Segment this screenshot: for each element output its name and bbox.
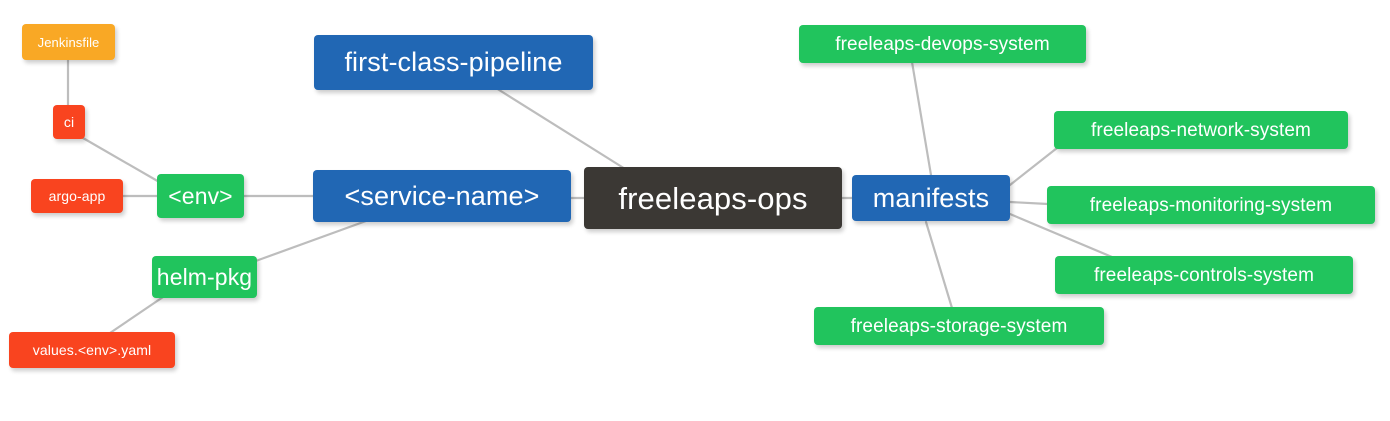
node-jenkinsfile[interactable]: Jenkinsfile bbox=[22, 24, 115, 60]
node-helm-pkg-label: helm-pkg bbox=[156, 263, 253, 290]
node-freeleaps-monitoring-system-label: freeleaps-monitoring-system bbox=[1089, 194, 1333, 216]
node-first-class-pipeline-label: first-class-pipeline bbox=[344, 47, 563, 77]
node-service-name[interactable]: <service-name> bbox=[313, 170, 571, 222]
node-service-name-label: <service-name> bbox=[344, 180, 540, 211]
node-env[interactable]: <env> bbox=[157, 174, 244, 218]
edge-ci-env bbox=[81, 136, 163, 185]
node-freeleaps-devops-system[interactable]: freeleaps-devops-system bbox=[799, 25, 1086, 63]
node-root-label: freeleaps-ops bbox=[618, 180, 808, 216]
edge-manifests-network bbox=[1008, 146, 1059, 187]
node-freeleaps-network-system-label: freeleaps-network-system bbox=[1091, 119, 1311, 141]
edge-servicename-helmpkg bbox=[251, 219, 368, 264]
node-freeleaps-controls-system-label: freeleaps-controls-system bbox=[1093, 264, 1315, 286]
node-freeleaps-monitoring-system[interactable]: freeleaps-monitoring-system bbox=[1047, 186, 1375, 224]
node-env-label: <env> bbox=[168, 182, 233, 209]
node-freeleaps-storage-system-label: freeleaps-storage-system bbox=[850, 315, 1068, 337]
node-ci-label: ci bbox=[63, 114, 75, 130]
node-values-yaml-label: values.<env>.yaml bbox=[32, 342, 152, 358]
edge-manifests-storage bbox=[924, 220, 954, 310]
node-helm-pkg[interactable]: helm-pkg bbox=[152, 256, 257, 298]
edge-manifests-devops bbox=[910, 60, 933, 177]
node-freeleaps-devops-system-label: freeleaps-devops-system bbox=[835, 33, 1050, 55]
node-manifests[interactable]: manifests bbox=[852, 175, 1010, 221]
edge-firstclasspipeline-root bbox=[494, 86, 632, 174]
node-ci[interactable]: ci bbox=[53, 105, 85, 139]
node-argo-app-label: argo-app bbox=[48, 188, 106, 204]
node-freeleaps-network-system[interactable]: freeleaps-network-system bbox=[1054, 111, 1348, 149]
node-jenkinsfile-label: Jenkinsfile bbox=[37, 34, 100, 50]
node-manifests-label: manifests bbox=[872, 182, 990, 213]
node-argo-app[interactable]: argo-app bbox=[31, 179, 123, 213]
node-first-class-pipeline[interactable]: first-class-pipeline bbox=[314, 35, 593, 90]
node-freeleaps-controls-system[interactable]: freeleaps-controls-system bbox=[1055, 256, 1353, 294]
node-values-yaml[interactable]: values.<env>.yaml bbox=[9, 332, 175, 368]
edge-manifests-monitoring bbox=[1008, 200, 1050, 206]
edge-helmpkg-valuesyaml bbox=[108, 293, 168, 335]
node-root-freeleaps-ops[interactable]: freeleaps-ops bbox=[584, 167, 842, 229]
node-freeleaps-storage-system[interactable]: freeleaps-storage-system bbox=[814, 307, 1104, 345]
